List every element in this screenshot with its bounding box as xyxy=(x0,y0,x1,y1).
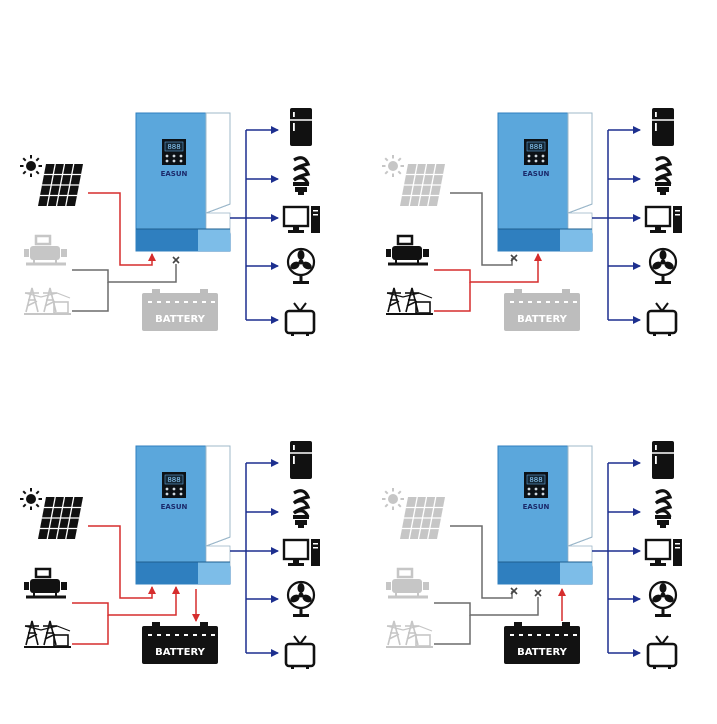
power-grid-icon xyxy=(24,287,71,315)
computer-icon xyxy=(282,205,320,233)
brand-logo: EASUN xyxy=(161,503,188,511)
computer-icon xyxy=(644,538,682,566)
bulb-icon xyxy=(654,156,673,195)
tv-icon xyxy=(284,635,316,669)
computer-icon xyxy=(644,205,682,233)
svg-text:888: 888 xyxy=(167,476,180,484)
svg-text:888: 888 xyxy=(529,143,542,151)
bulb-icon xyxy=(292,156,311,195)
svg-text:888: 888 xyxy=(167,143,180,151)
fan-icon xyxy=(648,247,678,284)
generator-feed-line xyxy=(72,264,177,283)
sun-icon xyxy=(20,488,42,510)
solar-feed-line xyxy=(450,525,513,599)
battery-label: BATTERY xyxy=(155,647,205,658)
battery-label: BATTERY xyxy=(517,647,567,658)
battery-icon: BATTERY xyxy=(504,622,580,664)
fan-icon xyxy=(648,580,678,617)
grid-feed-line xyxy=(434,282,471,312)
power-grid-icon xyxy=(24,620,71,648)
power-grid-icon xyxy=(386,620,433,648)
computer-icon xyxy=(282,538,320,566)
bulb-icon xyxy=(292,489,311,528)
solar-blocked-mark xyxy=(510,254,518,262)
svg-text:888: 888 xyxy=(529,476,542,484)
generator-blocked-mark xyxy=(172,256,180,264)
generator-icon xyxy=(386,234,429,266)
brand-logo: EASUN xyxy=(523,503,550,511)
bulb-icon xyxy=(654,489,673,528)
fan-icon xyxy=(286,247,316,284)
generator-icon xyxy=(24,567,67,599)
solar-blocked-mark xyxy=(510,587,518,595)
solar-panel-icon xyxy=(38,163,83,207)
grid-feed-line xyxy=(72,615,109,645)
grid-feed-line xyxy=(434,615,471,645)
solar-feed-line xyxy=(88,192,156,266)
generator-icon xyxy=(24,234,67,266)
battery-label: BATTERY xyxy=(155,314,205,325)
brand-logo: EASUN xyxy=(161,170,188,178)
fridge-icon xyxy=(652,441,674,479)
generator-feed-line xyxy=(72,586,180,616)
sun-icon xyxy=(382,155,404,177)
fridge-icon xyxy=(652,108,674,146)
generator-icon xyxy=(386,567,429,599)
fridge-icon xyxy=(290,108,312,146)
fridge-icon xyxy=(290,441,312,479)
generator-blocked-mark xyxy=(534,589,542,597)
tv-icon xyxy=(284,302,316,336)
generator-feed-line xyxy=(434,597,539,616)
sun-icon xyxy=(382,488,404,510)
power-grid-icon xyxy=(386,287,433,315)
grid-feed-line xyxy=(72,282,109,312)
tv-icon xyxy=(646,302,678,336)
battery-icon: BATTERY xyxy=(504,289,580,331)
solar-feed-line xyxy=(450,192,513,266)
battery-icon: BATTERY xyxy=(142,289,218,331)
tv-icon xyxy=(646,635,678,669)
battery-icon: BATTERY xyxy=(142,622,218,664)
solar-feed-line xyxy=(88,525,156,599)
fan-icon xyxy=(286,580,316,617)
solar-panel-icon xyxy=(400,163,445,207)
solar-panel-icon xyxy=(38,496,83,540)
solar-panel-icon xyxy=(400,496,445,540)
generator-feed-line xyxy=(434,253,542,283)
brand-logo: EASUN xyxy=(523,170,550,178)
sun-icon xyxy=(20,155,42,177)
battery-label: BATTERY xyxy=(517,314,567,325)
